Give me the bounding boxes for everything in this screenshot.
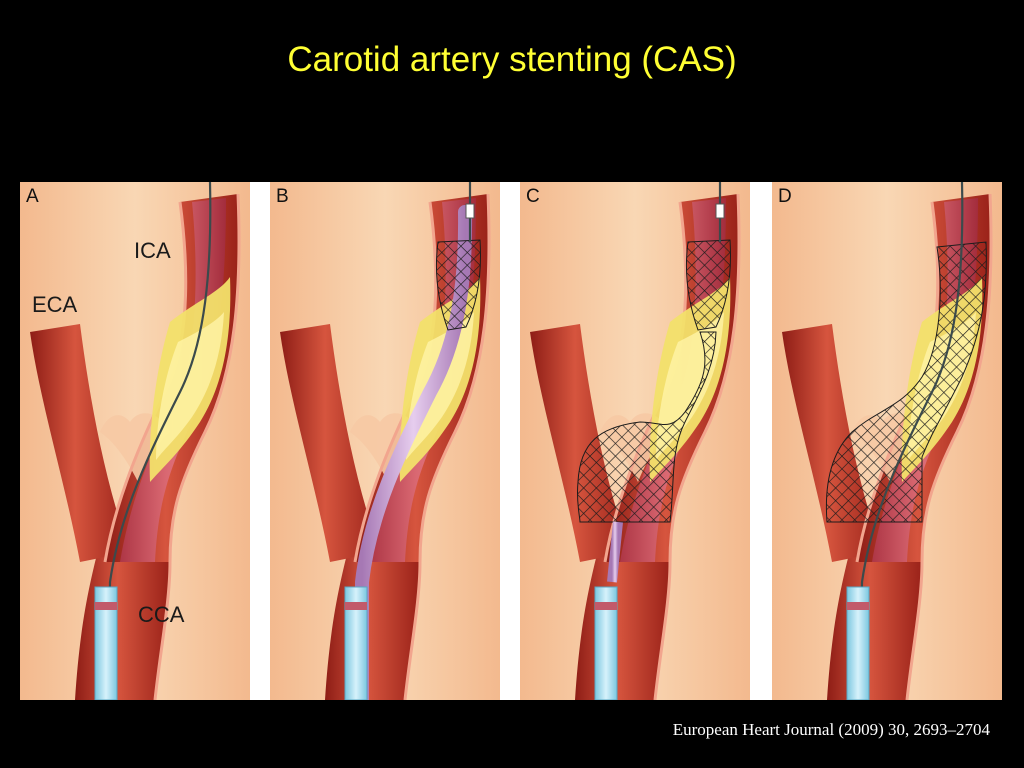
slide-title: Carotid artery stenting (CAS): [287, 40, 737, 79]
panel-d: D: [772, 182, 1002, 700]
filter-basket: [436, 239, 481, 331]
panel-label-c: C: [526, 186, 540, 207]
panel-c-illustration: [520, 182, 750, 700]
ica-label: ICA: [134, 238, 171, 263]
filter-tip: [465, 203, 475, 219]
cas-figure: A ICA ECA CCA B C: [20, 182, 1002, 700]
filter-tip: [715, 203, 725, 219]
panel-label-d: D: [778, 186, 792, 207]
panel-b: B: [270, 182, 500, 700]
citation: European Heart Journal (2009) 30, 2693–2…: [672, 720, 990, 739]
catheter: [607, 521, 623, 583]
guidewire: [858, 182, 964, 700]
eca-label: ECA: [32, 292, 78, 317]
panel-label-b: B: [276, 186, 289, 207]
cca-label: CCA: [138, 602, 185, 627]
filter-basket: [686, 239, 731, 331]
panel-a: A ICA ECA CCA: [20, 182, 250, 700]
panel-d-illustration: [772, 182, 1002, 700]
panel-a-illustration: [20, 182, 250, 700]
stent: [576, 331, 717, 523]
panel-c: C: [520, 182, 750, 700]
guidewire: [106, 182, 212, 700]
panel-label-a: A: [26, 186, 39, 207]
deployed-stent: [825, 241, 987, 523]
panel-b-illustration: [270, 182, 500, 700]
